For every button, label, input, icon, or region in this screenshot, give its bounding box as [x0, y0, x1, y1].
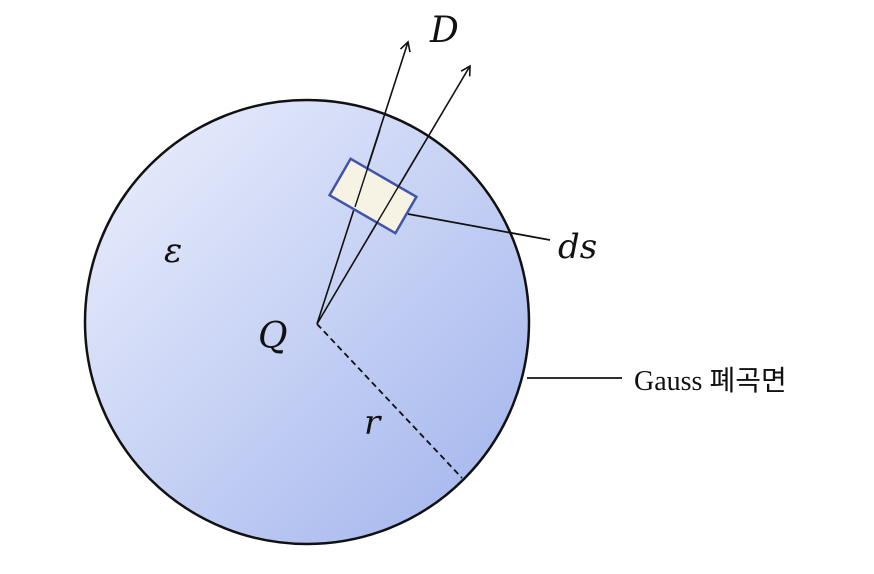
- permittivity-label: ε: [164, 231, 182, 271]
- area-element-label: ds: [558, 227, 597, 267]
- area-element-patch: [327, 157, 419, 235]
- flux-line-over-patch-left: [354, 129, 381, 208]
- charge-label: Q: [258, 316, 288, 357]
- gauss-surface-label: Gauss 폐곡면: [634, 365, 787, 397]
- flux-line-over-patch-right: [367, 149, 421, 239]
- flux-label: D: [429, 10, 459, 51]
- radius-label: r: [364, 403, 382, 443]
- ds-leader-line: [407, 213, 551, 241]
- gauss-sphere: [83, 98, 531, 546]
- radius-line: [316, 323, 463, 479]
